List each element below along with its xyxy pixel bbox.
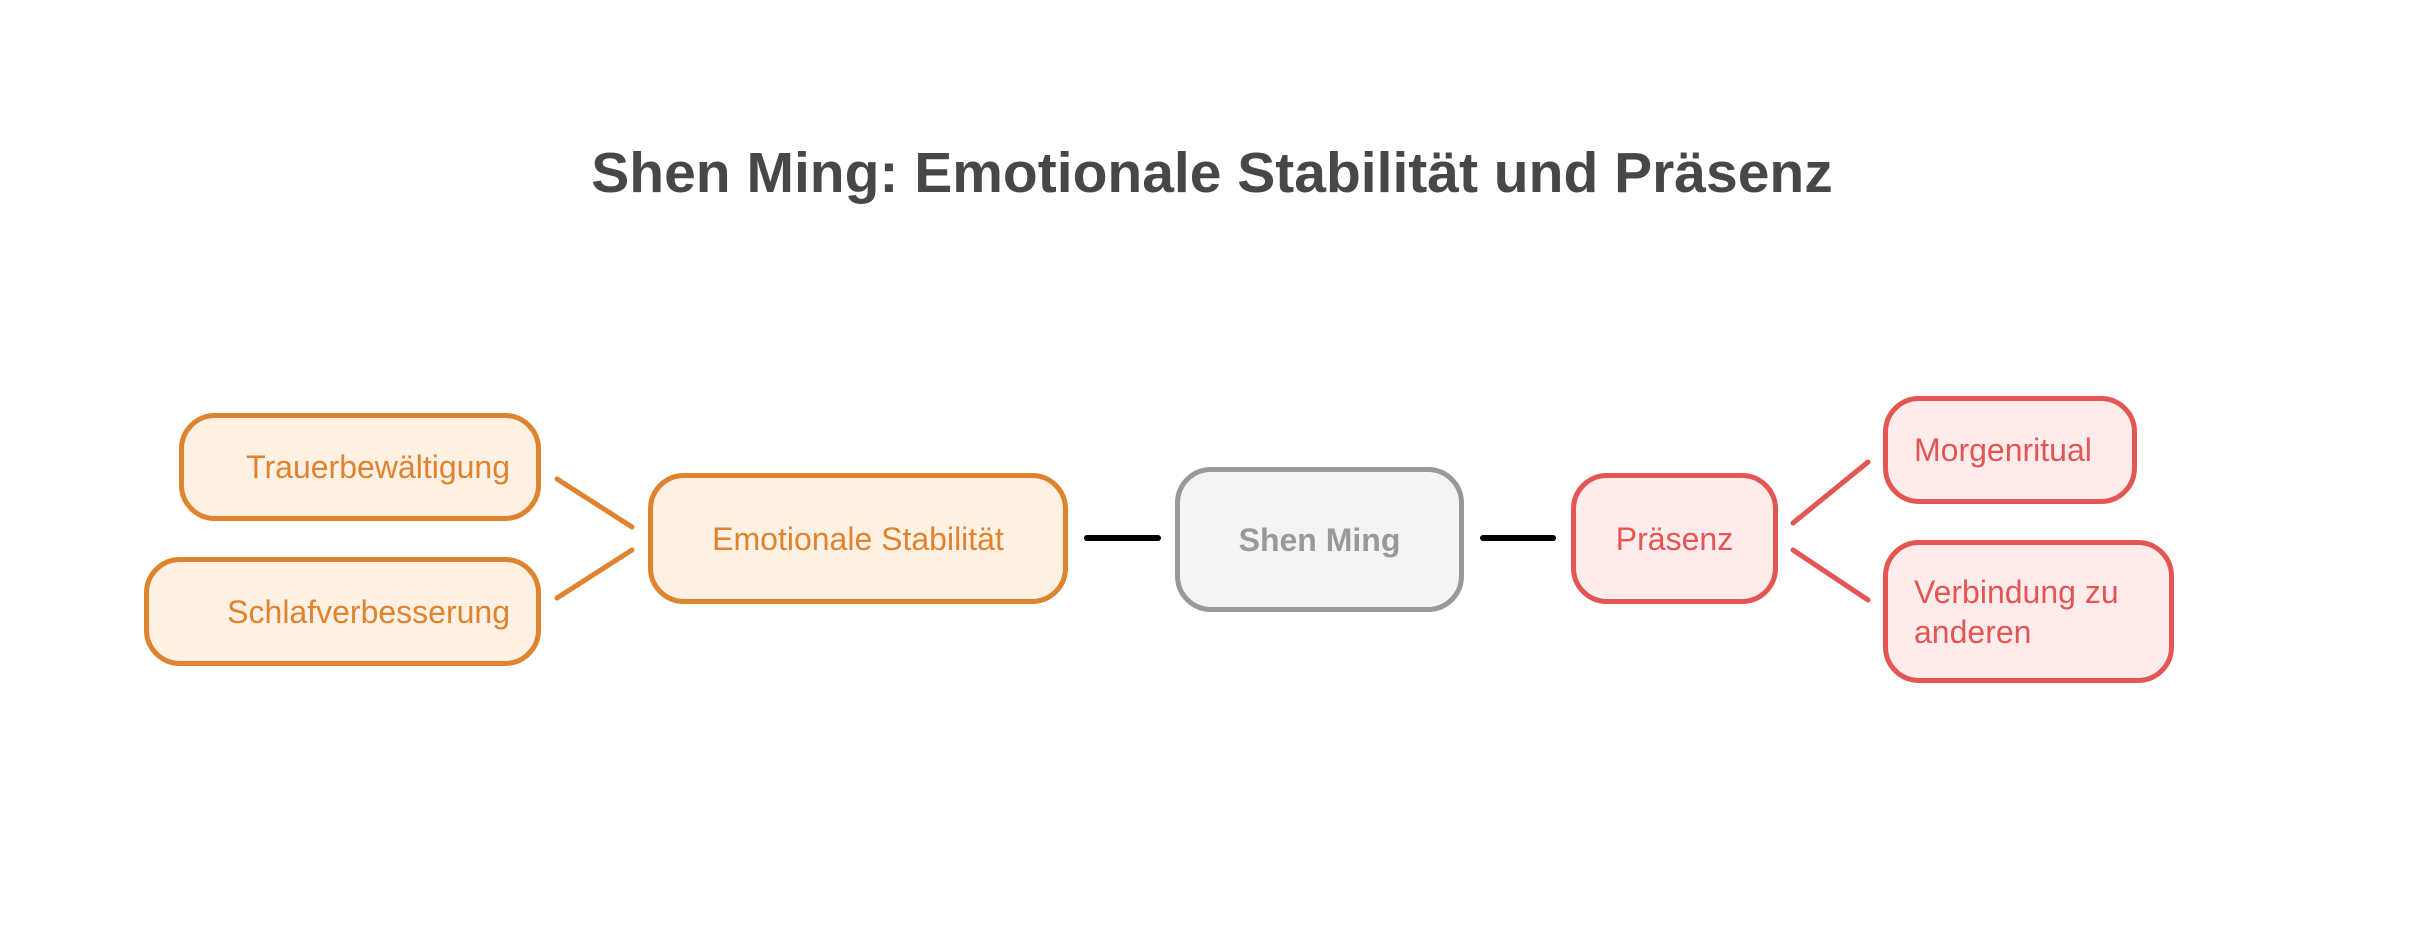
node-label: Emotionale Stabilität [712, 520, 1004, 557]
node-presence[interactable]: Präsenz [1571, 473, 1778, 604]
node-label: Schlafverbesserung [227, 593, 510, 630]
node-label: Shen Ming [1238, 521, 1401, 558]
node-connection[interactable]: Verbindung zu anderen [1883, 540, 2174, 683]
node-morning-ritual[interactable]: Morgenritual [1883, 396, 2137, 504]
node-label: Präsenz [1615, 520, 1734, 557]
edge-presence-connection [1790, 547, 1871, 603]
node-sleep[interactable]: Schlafverbesserung [144, 557, 541, 666]
node-grief[interactable]: Trauerbewältigung [179, 413, 541, 521]
edge-grief-emotional [554, 476, 635, 530]
node-label: Verbindung zu anderen [1914, 573, 2119, 650]
node-label: Morgenritual [1914, 432, 2092, 468]
node-root[interactable]: Shen Ming [1175, 467, 1464, 612]
node-emotional-stability[interactable]: Emotionale Stabilität [648, 473, 1068, 604]
node-label: Trauerbewältigung [246, 449, 510, 485]
edge-presence-morning [1790, 459, 1871, 526]
edge-sleep-emotional [554, 547, 635, 601]
diagram-title: Shen Ming: Emotionale Stabilität und Prä… [591, 141, 1833, 205]
